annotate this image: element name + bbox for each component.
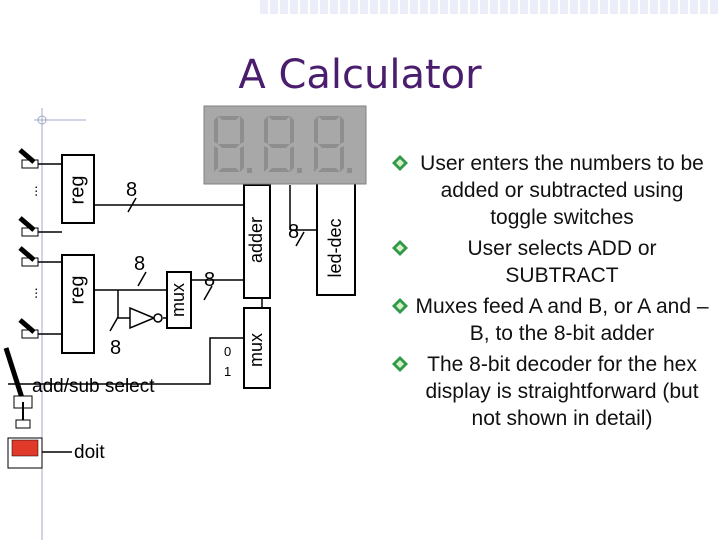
diamond-bullet-icon [392, 298, 408, 314]
toggle-switch-3[interactable] [18, 246, 39, 267]
led-decoder-label: led-dec [325, 218, 345, 277]
bullet-text: Muxes feed A and B, or A and –B, to the … [415, 295, 709, 345]
bullet-list: User enters the numbers to be added or s… [392, 150, 712, 436]
inverter-gate [129, 306, 163, 330]
adder-label: adder [246, 217, 266, 263]
toggle-switch-2[interactable] [18, 216, 39, 237]
mux-input-0: 0 [224, 344, 231, 359]
register-bottom-label: reg [66, 276, 88, 305]
bus-width-adder: 8 [288, 221, 299, 243]
bus-ticks [109, 197, 305, 332]
ellipsis-top: ... [24, 185, 40, 197]
doit-label: doit [74, 442, 105, 463]
switch-wires [38, 163, 62, 335]
add-sub-select-switch[interactable] [3, 347, 33, 429]
bullet-text: User selects ADD or SUBTRACT [467, 237, 657, 287]
mux-a: mux [166, 271, 192, 329]
doit-button[interactable] [7, 437, 43, 469]
bus-width-inverter: 8 [110, 337, 121, 359]
adder: adder [243, 184, 271, 299]
mux-b-label: mux [246, 333, 266, 367]
mux-a-label: mux [168, 283, 188, 317]
bullet-item: User selects ADD or SUBTRACT [392, 235, 712, 289]
bus-width-reg-bottom: 8 [134, 253, 145, 275]
diamond-bullet-icon [392, 155, 408, 171]
bus-width-mux: 8 [204, 269, 215, 291]
led-decoder: led-dec [316, 164, 356, 296]
hex-display [203, 105, 367, 185]
add-sub-select-label: add/sub select [32, 376, 155, 397]
bullet-item: User enters the numbers to be added or s… [392, 150, 712, 231]
toggle-switch-4[interactable] [18, 318, 39, 339]
header-decoration [260, 0, 720, 14]
ellipsis-bottom: ... [24, 287, 40, 299]
slide-title: A Calculator [238, 52, 482, 98]
register-top: reg [61, 154, 95, 224]
diamond-bullet-icon [392, 240, 408, 256]
bus-width-reg-top: 8 [126, 179, 137, 201]
mux-input-1: 1 [224, 364, 231, 379]
bullet-item: The 8-bit decoder for the hex display is… [392, 351, 712, 432]
diamond-bullet-icon [392, 356, 408, 372]
register-bottom: reg [61, 254, 95, 354]
toggle-switch-1[interactable] [18, 148, 39, 169]
bullet-text: The 8-bit decoder for the hex display is… [425, 353, 699, 430]
mux-b: mux [243, 307, 271, 389]
register-top-label: reg [66, 176, 88, 205]
bullet-item: Muxes feed A and B, or A and –B, to the … [392, 293, 712, 347]
bullet-text: User enters the numbers to be added or s… [420, 152, 704, 229]
